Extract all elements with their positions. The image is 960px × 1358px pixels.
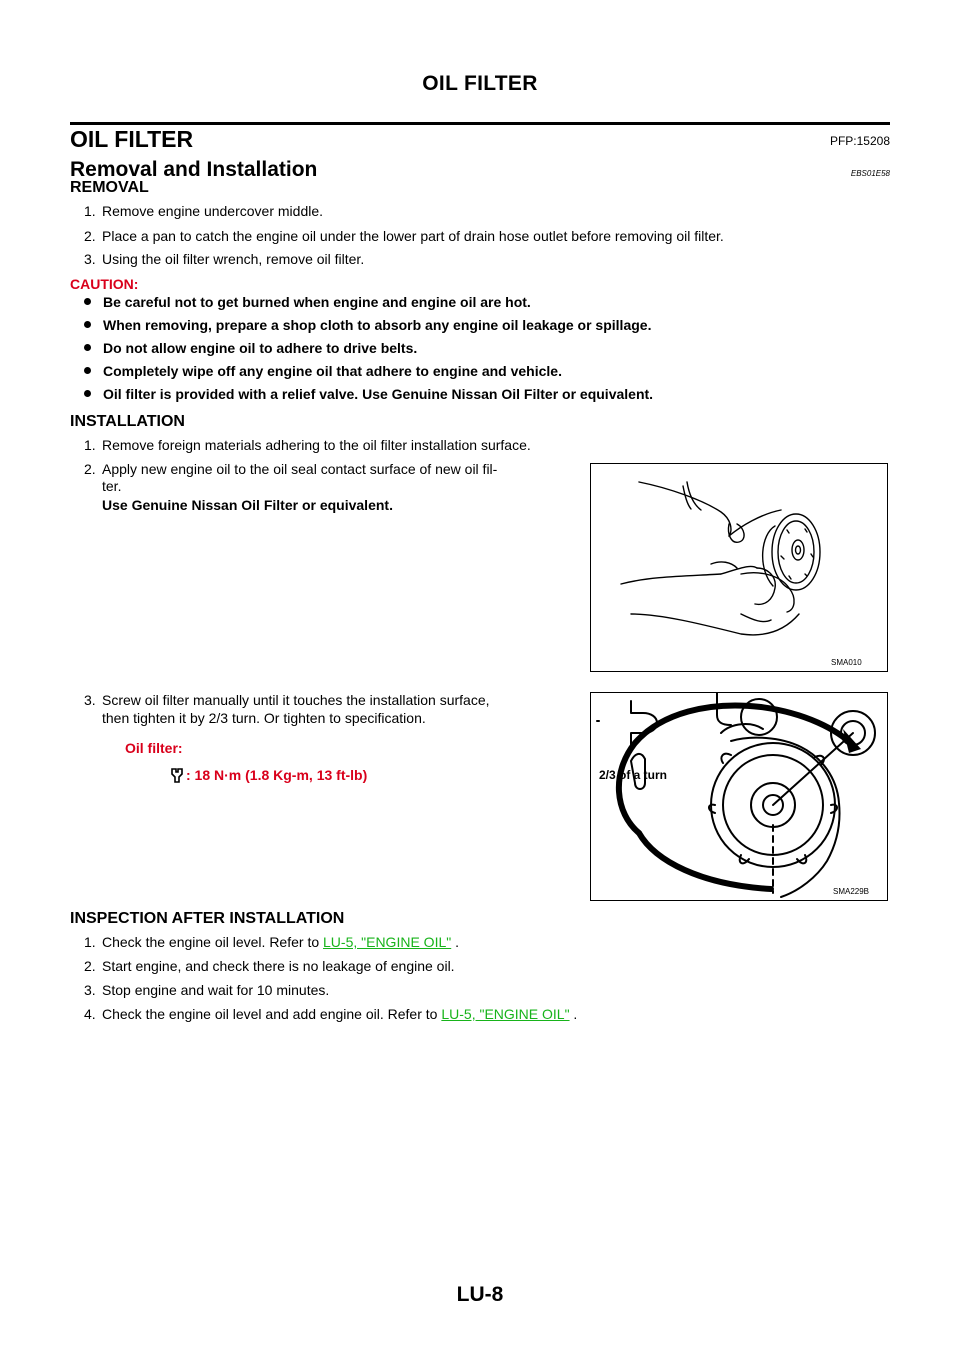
bullet-icon bbox=[84, 366, 91, 374]
caution-item: When removing, prepare a shop cloth to a… bbox=[84, 317, 651, 333]
bullet-icon bbox=[84, 389, 91, 397]
inspection-step-2: 2. Start engine, and check there is no le… bbox=[84, 958, 455, 975]
inspection-step-4: 4. Check the engine oil level and add eng… bbox=[84, 1006, 577, 1023]
step-text: Place a pan to catch the engine oil unde… bbox=[102, 228, 724, 244]
part-number: PFP:15208 bbox=[829, 134, 890, 148]
step-number: 1. bbox=[84, 437, 96, 453]
step-number: 1. bbox=[84, 203, 96, 219]
step-number: 1. bbox=[84, 934, 96, 950]
section-title: OIL FILTER bbox=[70, 126, 194, 152]
inspection-heading: INSPECTION AFTER INSTALLATION bbox=[70, 910, 345, 927]
header-rule bbox=[70, 122, 890, 125]
filter-turn-illustration: 2/3 of a turn SMA229B bbox=[596, 692, 876, 898]
bullet-icon bbox=[84, 343, 91, 351]
step-number: 3. bbox=[84, 982, 96, 998]
step-number: 2. bbox=[84, 461, 96, 477]
subsection-code: EBS01E58 bbox=[850, 169, 890, 178]
step-text: Remove foreign materials adhering to the… bbox=[102, 437, 531, 453]
caution-text: Be careful not to get burned when engine… bbox=[103, 294, 531, 310]
hand-filter-illustration: SMA010 bbox=[620, 481, 862, 667]
step-number: 3. bbox=[84, 692, 96, 708]
figure-oil-seal: SMA010 bbox=[590, 463, 888, 672]
engine-oil-link[interactable]: LU-5, "ENGINE OIL" bbox=[323, 934, 452, 950]
bullet-icon bbox=[84, 297, 91, 305]
step-text: Start engine, and check there is no leak… bbox=[102, 958, 455, 974]
figure-code-2: SMA229B bbox=[833, 887, 869, 896]
installation-step-2-cont: ter. bbox=[102, 478, 122, 494]
caution-text: Do not allow engine oil to adhere to dri… bbox=[103, 340, 418, 356]
caution-text: Completely wipe off any engine oil that … bbox=[103, 363, 562, 379]
caution-label: CAUTION: bbox=[70, 276, 139, 292]
engine-oil-link[interactable]: LU-5, "ENGINE OIL" bbox=[441, 1006, 570, 1022]
caution-text: Oil filter is provided with a relief val… bbox=[103, 386, 654, 402]
installation-step-3-cont: then tighten it by 2/3 turn. Or tighten … bbox=[102, 710, 426, 726]
running-title: OIL FILTER bbox=[422, 72, 538, 95]
inspection-step-3: 3. Stop engine and wait for 10 minutes. bbox=[84, 982, 329, 999]
step-text: Check the engine oil level and add engin… bbox=[102, 1006, 442, 1022]
figure-tighten-turn: 2/3 of a turn SMA229B bbox=[590, 692, 888, 901]
step-tail: . bbox=[569, 1006, 578, 1022]
step-number: 3. bbox=[84, 251, 96, 267]
step-text: Using the oil filter wrench, remove oil … bbox=[102, 251, 365, 267]
step-text: Check the engine oil level. Refer to bbox=[102, 934, 324, 950]
caution-text: When removing, prepare a shop cloth to a… bbox=[103, 317, 652, 333]
inspection-step-1: 1. Check the engine oil level. Refer to L… bbox=[84, 934, 459, 951]
removal-heading: REMOVAL bbox=[70, 179, 149, 196]
removal-step-3: 3. Using the oil filter wrench, remove oi… bbox=[84, 251, 364, 268]
step-text: Screw oil filter manually until it touch… bbox=[102, 692, 490, 708]
figure-code-1: SMA010 bbox=[831, 658, 862, 667]
removal-step-1: 1. Remove engine undercover middle. bbox=[84, 203, 323, 220]
spec-value: : 18 N·m (1.8 Kg-m, 13 ft-lb) bbox=[186, 767, 368, 783]
installation-step-2: 2. Apply new engine oil to the oil seal c… bbox=[84, 461, 497, 478]
installation-step-3: 3. Screw oil filter manually until it tou… bbox=[84, 692, 490, 709]
step-number: 2. bbox=[84, 228, 96, 244]
subsection-title: Removal and Installation bbox=[70, 158, 318, 181]
step-text: Stop engine and wait for 10 minutes. bbox=[102, 982, 330, 998]
turn-label: 2/3 of a turn bbox=[599, 768, 667, 782]
caution-item: Be careful not to get burned when engine… bbox=[84, 294, 531, 310]
spec-label: Oil filter: bbox=[125, 740, 183, 756]
step-number: 2. bbox=[84, 958, 96, 974]
step-text: Apply new engine oil to the oil seal con… bbox=[102, 461, 498, 477]
caution-item: Do not allow engine oil to adhere to dri… bbox=[84, 340, 417, 356]
step-tail: . bbox=[451, 934, 459, 950]
installation-step-1: 1. Remove foreign materials adhering to t… bbox=[84, 437, 531, 454]
installation-heading: INSTALLATION bbox=[70, 413, 185, 430]
caution-item: Completely wipe off any engine oil that … bbox=[84, 363, 562, 379]
caution-item: Oil filter is provided with a relief val… bbox=[84, 386, 653, 402]
installation-step-2-note: Use Genuine Nissan Oil Filter or equival… bbox=[102, 497, 393, 513]
removal-step-2: 2. Place a pan to catch the engine oil un… bbox=[84, 228, 724, 245]
step-number: 4. bbox=[84, 1006, 96, 1022]
torque-icon bbox=[168, 766, 186, 789]
page-id: LU-8 bbox=[456, 1283, 504, 1306]
step-text: Remove engine undercover middle. bbox=[102, 203, 324, 219]
bullet-icon bbox=[84, 320, 91, 328]
